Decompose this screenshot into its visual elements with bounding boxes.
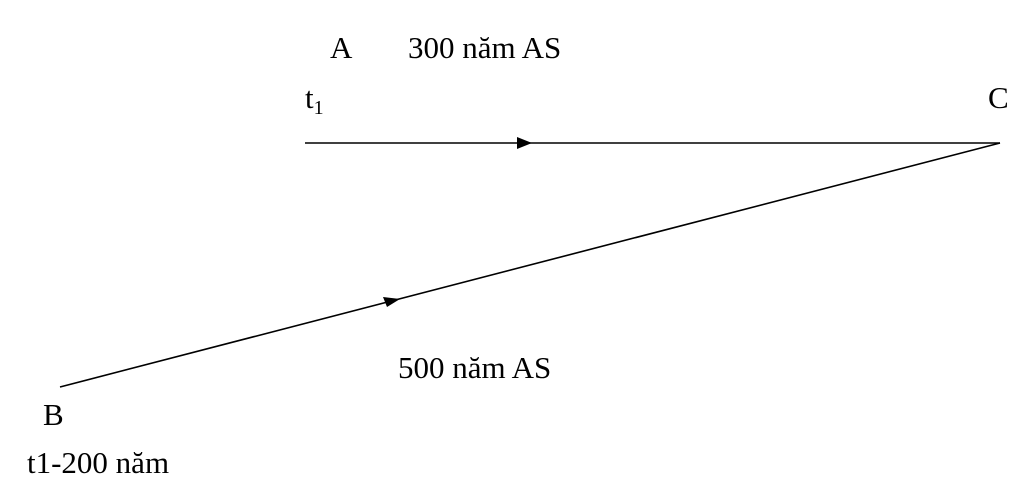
distance-bc-label: 500 năm AS: [398, 350, 551, 385]
point-c-label: C: [988, 80, 1009, 115]
point-b-label: B: [43, 397, 64, 432]
time-a-label: t1: [305, 80, 324, 119]
point-a-label: A: [330, 30, 353, 65]
arrow-a-to-c-icon: [517, 137, 532, 149]
arrow-b-to-c-icon: [383, 297, 400, 307]
time-a-subscript: 1: [314, 97, 324, 119]
distance-ac-label: 300 năm AS: [408, 30, 561, 65]
path-b-to-c: [59, 142, 1001, 388]
time-b-label: t1-200 năm: [27, 445, 169, 480]
